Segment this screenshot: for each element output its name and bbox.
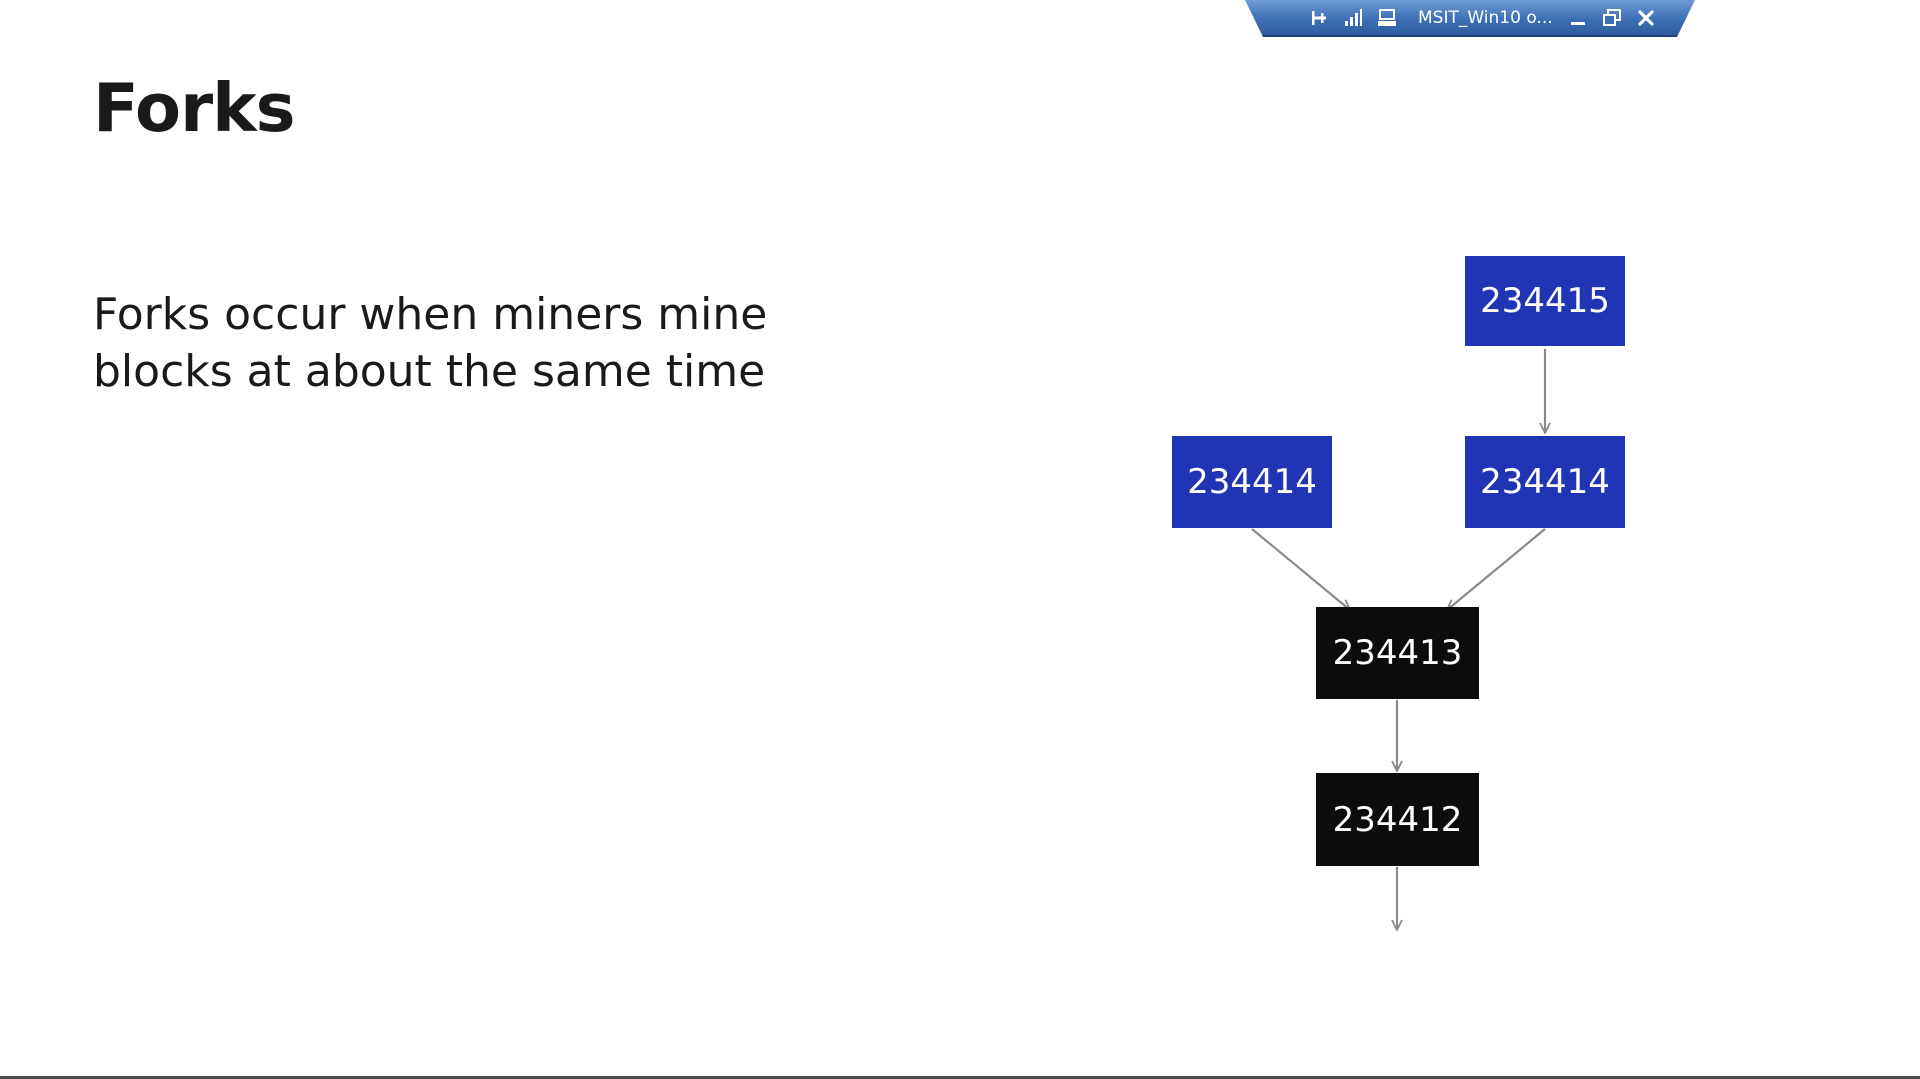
slide-body: Forks occur when miners mine blocks at a… xyxy=(93,286,813,400)
bottom-border xyxy=(0,1076,1920,1079)
pin-icon[interactable] xyxy=(1308,7,1330,29)
arrow-fork-right-to-mid xyxy=(1447,528,1546,610)
arrow-fork-left-to-mid xyxy=(1251,528,1350,610)
signal-icon[interactable] xyxy=(1342,7,1364,29)
block-234414-right: 234414 xyxy=(1465,436,1625,528)
minimize-icon[interactable] xyxy=(1567,7,1589,29)
close-icon[interactable] xyxy=(1635,7,1657,29)
block-234414-left: 234414 xyxy=(1172,436,1332,528)
remote-connection-bar[interactable]: MSIT_Win10 o... xyxy=(1245,0,1695,37)
restore-icon[interactable] xyxy=(1601,7,1623,29)
block-234412: 234412 xyxy=(1316,773,1479,866)
slide-title: Forks xyxy=(93,69,296,147)
connection-title: MSIT_Win10 o... xyxy=(1418,7,1553,28)
block-234413: 234413 xyxy=(1316,607,1479,699)
computer-icon[interactable] xyxy=(1376,7,1398,29)
body-line: blocks at about the same time xyxy=(93,346,766,397)
block-234415: 234415 xyxy=(1465,256,1625,346)
body-line: Forks occur when miners mine xyxy=(93,289,768,340)
